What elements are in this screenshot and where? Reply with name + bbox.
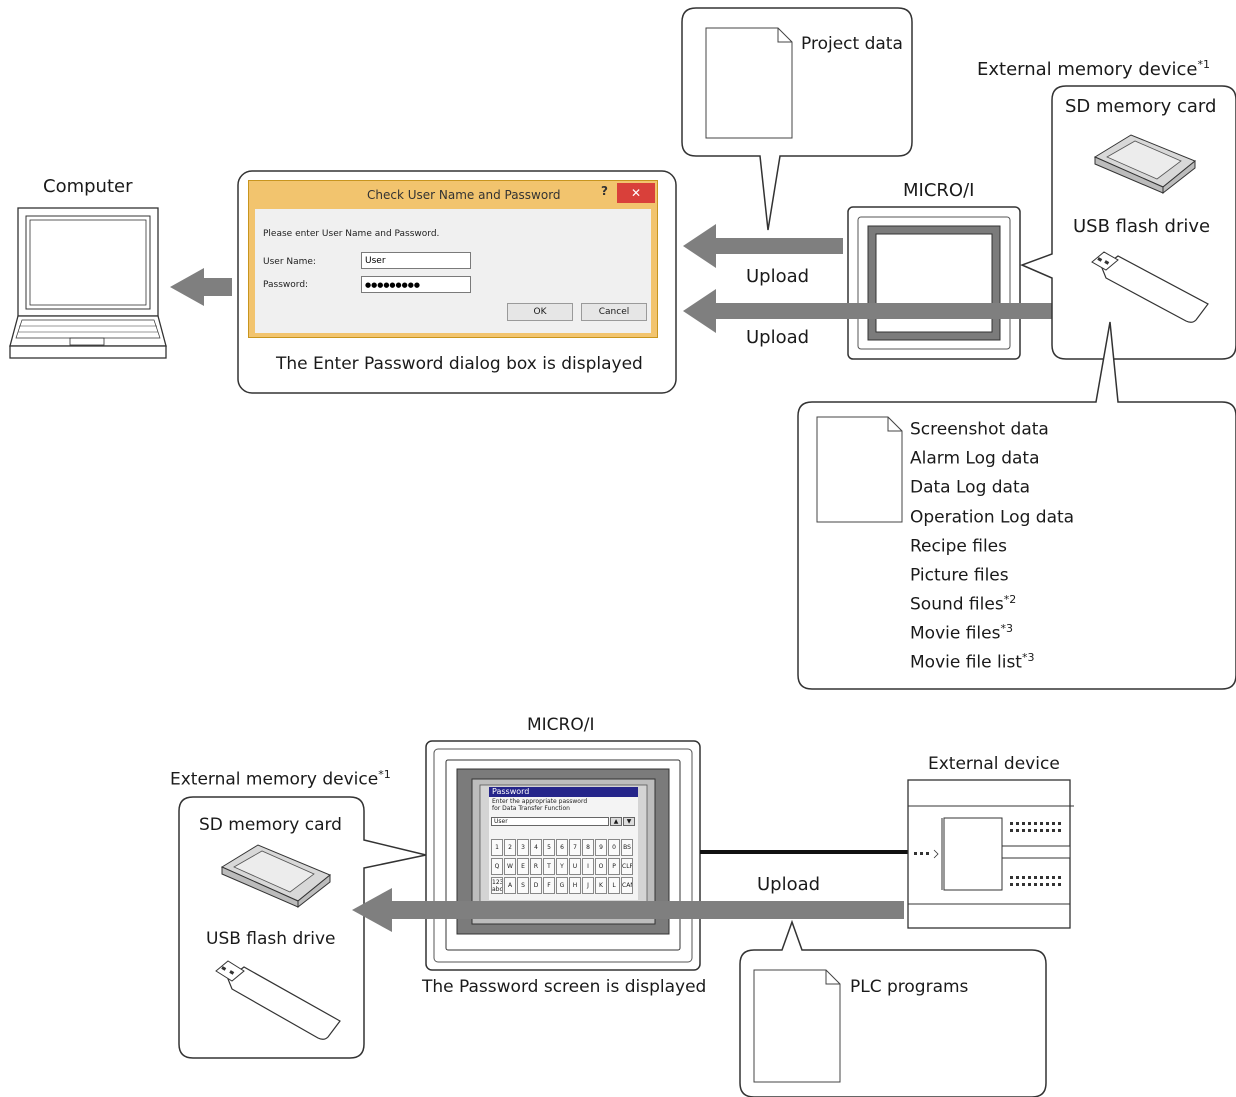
help-icon[interactable]: ? <box>601 184 608 198</box>
key[interactable]: P <box>608 858 620 875</box>
scroll-up-button[interactable]: ▲ <box>610 817 622 826</box>
cancel-button[interactable]: Cancel <box>581 303 647 321</box>
key[interactable]: 9 <box>595 839 607 856</box>
document-icon <box>753 969 841 1083</box>
upload-label-bottom: Upload <box>757 874 821 895</box>
password-field[interactable] <box>361 276 471 293</box>
backspace-key[interactable]: BS <box>621 839 633 856</box>
key[interactable]: T <box>543 858 555 875</box>
upload-label-2: Upload <box>746 327 810 348</box>
key[interactable]: L <box>608 877 620 894</box>
user-name-field[interactable] <box>361 252 471 269</box>
sd-card-label-top: SD memory card <box>1065 96 1217 117</box>
sd-card-icon-top <box>1093 134 1196 195</box>
usb-label-bottom: USB flash drive <box>206 929 336 949</box>
check-user-dialog: Check User Name and Password ? ✕ Please … <box>248 180 658 338</box>
password-screen-caption: The Password screen is displayed <box>422 977 707 997</box>
key[interactable]: J <box>582 877 594 894</box>
dialog-titlebar: Check User Name and Password ? ✕ <box>249 181 657 209</box>
micro-i-label-top: MICRO/I <box>903 180 975 201</box>
external-memory-label-top: External memory device*1 <box>977 58 1210 80</box>
key[interactable]: D <box>530 877 542 894</box>
external-device-label: External device <box>928 754 1060 774</box>
usb-icon-top <box>1091 251 1209 323</box>
key[interactable]: I <box>582 858 594 875</box>
dialog-caption: The Enter Password dialog box is display… <box>276 354 643 374</box>
plc-programs-label: PLC programs <box>850 977 969 997</box>
file-item: Sound files*2 <box>910 593 1017 615</box>
usb-label-top: USB flash drive <box>1073 216 1211 237</box>
file-item: Movie files*3 <box>910 622 1013 644</box>
key[interactable]: 6 <box>556 839 568 856</box>
key[interactable]: K <box>595 877 607 894</box>
key[interactable]: U <box>569 858 581 875</box>
file-item: Operation Log data <box>910 507 1075 528</box>
dialog-prompt: Please enter User Name and Password. <box>263 229 440 239</box>
key[interactable]: W <box>504 858 516 875</box>
dialog-title: Check User Name and Password <box>367 188 561 202</box>
mode-key[interactable]: 123 abc <box>491 877 503 894</box>
footnote-ref: *1 <box>1197 58 1210 71</box>
key[interactable]: 2 <box>504 839 516 856</box>
dialog-body: Please enter User Name and Password. Use… <box>255 209 651 333</box>
keypad-row: Q W E R T Y U I O P CLR <box>491 858 634 875</box>
document-icon <box>705 27 793 139</box>
cancel-key[interactable]: CAN <box>621 877 633 894</box>
key[interactable]: A <box>504 877 516 894</box>
file-list-callout <box>797 321 1236 690</box>
file-item: Screenshot data <box>910 419 1049 440</box>
file-item: Recipe files <box>910 536 1007 557</box>
key[interactable]: F <box>543 877 555 894</box>
upload-arrow-2 <box>683 289 1130 333</box>
file-item: Picture files <box>910 565 1009 586</box>
password-screen-message: Enter the appropriate password for Data … <box>492 798 588 812</box>
keypad: 1 2 3 4 5 6 7 8 9 0 BS Q W E R T Y U I O… <box>491 839 634 896</box>
user-name-label: User Name: <box>263 257 316 267</box>
key[interactable]: Y <box>556 858 568 875</box>
laptop-icon <box>9 207 167 359</box>
key[interactable]: 8 <box>582 839 594 856</box>
key[interactable]: 7 <box>569 839 581 856</box>
computer-label: Computer <box>43 176 133 197</box>
key[interactable]: 0 <box>608 839 620 856</box>
close-icon[interactable]: ✕ <box>617 183 655 203</box>
password-screen-title: Password <box>489 787 638 797</box>
arrow-to-computer <box>170 268 232 306</box>
key[interactable]: 4 <box>530 839 542 856</box>
key[interactable]: O <box>595 858 607 875</box>
plc-device-icon <box>907 779 1074 929</box>
password-screen: Password Enter the appropriate password … <box>489 787 638 900</box>
document-icon <box>816 416 903 523</box>
file-item: Alarm Log data <box>910 448 1040 469</box>
upload-label-1: Upload <box>746 266 810 287</box>
key[interactable]: E <box>517 858 529 875</box>
clear-key[interactable]: CLR <box>621 858 633 875</box>
keypad-row: 123 abc A S D F G H J K L CAN <box>491 877 634 894</box>
upload-arrow-1 <box>683 224 843 268</box>
keypad-row: 1 2 3 4 5 6 7 8 9 0 BS <box>491 839 634 856</box>
key[interactable]: G <box>556 877 568 894</box>
key[interactable]: 5 <box>543 839 555 856</box>
usb-icon-bottom <box>215 960 341 1040</box>
scroll-down-button[interactable]: ▼ <box>623 817 635 826</box>
file-item: Movie file list*3 <box>910 651 1035 673</box>
file-item: Data Log data <box>910 477 1031 498</box>
micro-i-label-bottom: MICRO/I <box>527 715 595 735</box>
project-data-label: Project data <box>801 34 903 54</box>
footnote-ref: *1 <box>378 768 391 781</box>
key[interactable]: R <box>530 858 542 875</box>
upload-arrow-bottom <box>352 888 904 932</box>
sd-card-icon-bottom <box>220 844 331 909</box>
external-memory-label-bottom: External memory device*1 <box>170 768 391 790</box>
ok-button[interactable]: OK <box>507 303 573 321</box>
sd-card-label-bottom: SD memory card <box>199 815 342 835</box>
password-label: Password: <box>263 280 309 290</box>
key[interactable]: S <box>517 877 529 894</box>
password-entry-field[interactable]: User <box>491 817 609 826</box>
key[interactable]: 3 <box>517 839 529 856</box>
key[interactable]: H <box>569 877 581 894</box>
key[interactable]: 1 <box>491 839 503 856</box>
key[interactable]: Q <box>491 858 503 875</box>
